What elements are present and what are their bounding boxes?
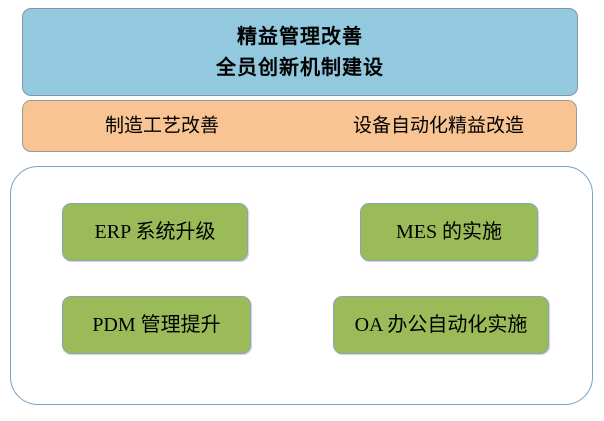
banner-blue-line-1: 精益管理改善 — [237, 25, 363, 48]
system-box-pdm: PDM 管理提升 — [62, 296, 251, 354]
banner-blue-line-2: 全员创新机制建设 — [216, 56, 384, 79]
systems-container-panel — [10, 166, 593, 405]
banner-orange-label-right: 设备自动化精益改造 — [353, 115, 525, 137]
system-box-mes: MES 的实施 — [360, 203, 538, 261]
top-banner-lean-management: 精益管理改善 全员创新机制建设 — [22, 8, 578, 96]
system-box-erp: ERP 系统升级 — [62, 203, 248, 261]
banner-orange-label-left: 制造工艺改善 — [105, 115, 220, 137]
secondary-banner-process-improvement: 制造工艺改善 设备自动化精益改造 — [22, 100, 577, 152]
system-box-oa: OA 办公自动化实施 — [333, 296, 549, 354]
